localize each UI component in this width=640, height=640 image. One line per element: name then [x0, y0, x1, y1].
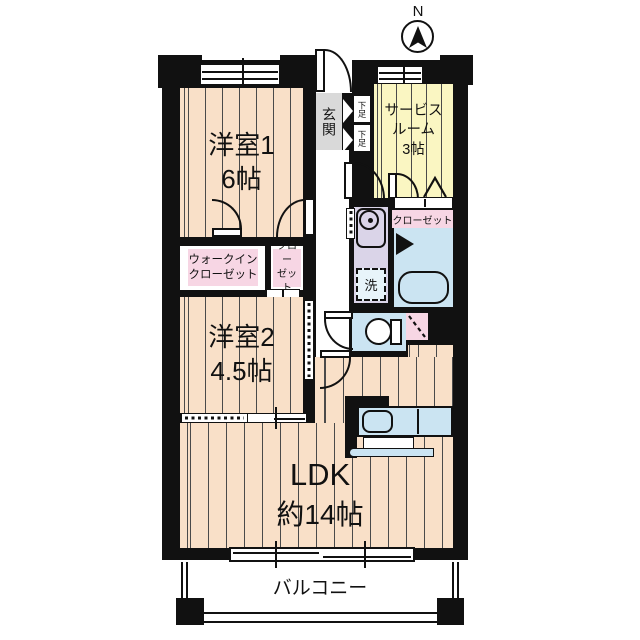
refrigerator-space [406, 313, 428, 340]
service-room-size: 3帖 [402, 141, 425, 158]
corner-pillar-topright [440, 55, 473, 85]
bathtub-icon [398, 271, 449, 304]
service-door-icon [344, 162, 354, 199]
north-label: N [412, 2, 424, 20]
service-room-name2: ルーム [391, 122, 436, 139]
partition-tick [275, 407, 277, 429]
ldk-size: 約14帖 [276, 498, 364, 530]
room-western2-size: 4.5帖 [210, 356, 273, 386]
kitchen-shelf [349, 448, 434, 457]
entrance-door-icon [315, 49, 325, 92]
toilet-bowl-icon [365, 318, 392, 345]
washing-machine-label: 洗 [364, 278, 378, 293]
shoe-cabinet: 下足 [353, 124, 371, 152]
service-closet-label-box: クローゼット [392, 210, 453, 228]
wic-label1: ウォークイン [188, 253, 258, 266]
balcony-side-wall [452, 562, 459, 600]
room-western2-name: 洋室2 [208, 322, 275, 353]
service-closet-shelf [394, 197, 453, 209]
toilet-tank-icon [390, 319, 402, 345]
closet-small-label-box: クロー ゼット [273, 241, 301, 294]
western2-sliding-door-icon [304, 300, 314, 380]
balcony-post [176, 598, 204, 625]
shoe-cabinet-label: 下足 [357, 100, 367, 118]
wic-door-icon [212, 228, 242, 237]
sink-drain-icon [368, 218, 373, 223]
closet-small-label1: クロー [277, 241, 297, 266]
window-tick [242, 58, 244, 89]
toilet-door-icon [324, 311, 353, 319]
corner-pillar-topleft [158, 55, 202, 88]
compass-circle-icon [401, 20, 434, 53]
closet-small-label2: ゼット [277, 269, 297, 294]
balcony-railing [204, 612, 437, 623]
window-icon [376, 65, 424, 85]
balcony-post [437, 598, 464, 625]
service-room-name1: サービス [384, 102, 443, 119]
washroom-sliding-door-icon [346, 208, 355, 239]
entrance-label: 玄関 [321, 106, 337, 137]
room-western2: 洋室2 4.5帖 [180, 297, 303, 413]
kitchen-sink-icon [362, 410, 393, 433]
room-western1-name: 洋室1 [208, 129, 275, 160]
shoe-cabinet-label: 下足 [357, 129, 367, 147]
shoe-cabinet: 下足 [353, 95, 371, 123]
ldk-floor [408, 345, 453, 357]
western1-door-icon [304, 198, 315, 236]
balcony-label-block: バルコニー [230, 572, 410, 600]
ldk-door-icon [320, 350, 351, 358]
room-western1-size: 6帖 [221, 163, 262, 194]
room-entrance: 玄関 [316, 93, 342, 150]
balcony-sliding-door-icon [229, 547, 415, 562]
kitchen-wall [345, 396, 357, 458]
service-door2-icon [388, 173, 397, 199]
window-icon [199, 63, 281, 86]
window-tick [403, 61, 405, 88]
service-closet-label: クローゼット [392, 215, 453, 227]
balcony-side-wall [181, 562, 188, 600]
sliding-door-tick [364, 541, 366, 568]
walk-in-closet-label-box: ウォークイン クローゼット [188, 249, 258, 286]
partition-sliding-door-icon [247, 413, 307, 423]
corner-pillar-topmid [280, 55, 315, 88]
ldk-name: LDK [289, 456, 351, 492]
partition-dashed [182, 413, 247, 423]
washing-machine-space: 洗 [356, 268, 386, 301]
wic-label2: クローゼット [188, 268, 258, 281]
sliding-door-tick [275, 541, 277, 568]
balcony-label: バルコニー [272, 577, 368, 599]
ldk-label-block: LDK 約14帖 [245, 452, 395, 537]
